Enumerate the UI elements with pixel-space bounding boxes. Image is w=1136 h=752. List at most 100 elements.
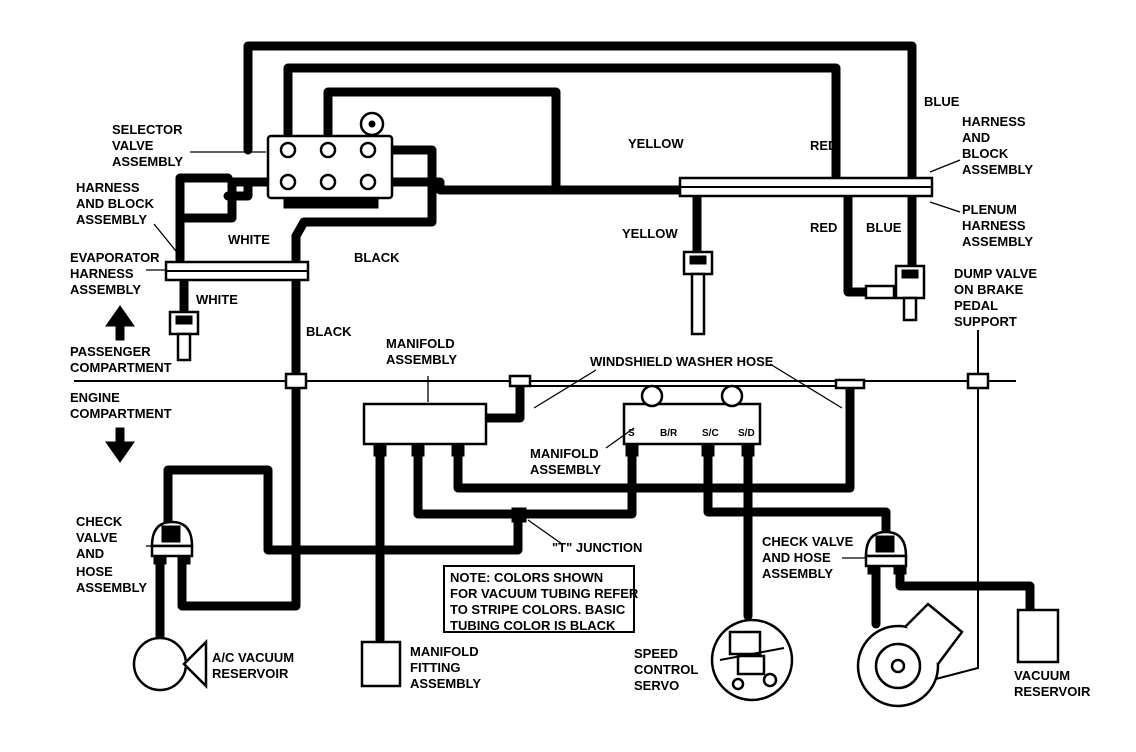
engine-compartment-label: ENGINE COMPARTMENT <box>70 390 172 421</box>
selector-valve-label: SELECTOR VALVE ASSEMBLY <box>112 122 183 169</box>
harness-block-left-label: HARNESS AND BLOCK ASSEMBLY <box>76 180 155 227</box>
svg-text:VALVE: VALVE <box>112 138 154 153</box>
ac-vacuum-reservoir-label: A/C VACUUM RESERVOIR <box>212 650 294 681</box>
svg-text:ASSEMBLY: ASSEMBLY <box>70 282 141 297</box>
selector-valve <box>266 111 394 209</box>
svg-text:MANIFOLD: MANIFOLD <box>386 336 455 351</box>
svg-text:PLENUM: PLENUM <box>962 202 1017 217</box>
svg-text:ASSEMBLY: ASSEMBLY <box>410 676 481 691</box>
svg-text:TUBING COLOR IS BLACK: TUBING COLOR IS BLACK <box>450 618 616 633</box>
svg-text:SELECTOR: SELECTOR <box>112 122 183 137</box>
harness-block-right-label: HARNESS AND BLOCK ASSEMBLY <box>962 114 1033 177</box>
svg-text:ASSEMBLY: ASSEMBLY <box>76 580 147 595</box>
arrow-down-icon <box>105 427 135 463</box>
vacuum-reservoir-label: VACUUM RESERVOIR <box>1014 668 1091 699</box>
manifold-ports: S B/R S/C S/D <box>628 428 755 439</box>
svg-text:SUPPORT: SUPPORT <box>954 314 1017 329</box>
t-junction-label: "T" JUNCTION <box>552 540 642 555</box>
svg-text:RESERVOIR: RESERVOIR <box>212 666 289 681</box>
svg-text:PEDAL: PEDAL <box>954 298 998 313</box>
svg-text:A/C VACUUM: A/C VACUUM <box>212 650 294 665</box>
svg-text:YELLOW: YELLOW <box>622 226 678 241</box>
svg-text:BLOCK: BLOCK <box>962 146 1009 161</box>
svg-text:BLACK: BLACK <box>306 324 352 339</box>
manifold-assembly-left <box>362 402 488 457</box>
svg-text:ASSEMBLY: ASSEMBLY <box>530 462 601 477</box>
vacuum-reservoir <box>1016 608 1060 664</box>
evaporator-actuator <box>168 310 200 362</box>
svg-text:CHECK: CHECK <box>76 514 123 529</box>
leader-lines <box>146 151 961 559</box>
red-dump-hose <box>843 191 871 297</box>
svg-text:AND HOSE: AND HOSE <box>762 550 831 565</box>
svg-text:B/R: B/R <box>660 428 678 439</box>
dump-valve-line <box>931 330 979 681</box>
passenger-compartment-label: PASSENGER COMPARTMENT <box>70 344 172 375</box>
brake-booster <box>856 602 964 708</box>
svg-text:SERVO: SERVO <box>634 678 679 693</box>
svg-text:ASSEMBLY: ASSEMBLY <box>962 162 1033 177</box>
svg-text:DUMP VALVE: DUMP VALVE <box>954 266 1037 281</box>
note-text: NOTE: COLORS SHOWN FOR VACUUM TUBING REF… <box>450 570 639 633</box>
svg-text:ENGINE: ENGINE <box>70 390 120 405</box>
check-valve-left <box>150 520 194 565</box>
firewall-grommets <box>284 372 990 390</box>
svg-text:COMPARTMENT: COMPARTMENT <box>70 360 172 375</box>
harness-block-right <box>678 176 934 198</box>
svg-text:S: S <box>628 428 635 439</box>
svg-text:MANIFOLD: MANIFOLD <box>410 644 479 659</box>
manifold-fitting-label: MANIFOLD FITTING ASSEMBLY <box>410 644 481 691</box>
yellow-hose <box>283 63 841 183</box>
plenum-harness-label: PLENUM HARNESS ASSEMBLY <box>962 202 1033 249</box>
check-valve-right-label: CHECK VALVE AND HOSE ASSEMBLY <box>762 534 854 581</box>
black-engine-hose <box>177 275 301 611</box>
svg-text:NOTE: COLORS SHOWN: NOTE: COLORS SHOWN <box>450 570 603 585</box>
svg-text:VACUUM: VACUUM <box>1014 668 1070 683</box>
svg-text:AND: AND <box>962 130 990 145</box>
speed-control-servo-label: SPEED CONTROL SERVO <box>634 646 698 693</box>
svg-text:TO STRIPE COLORS. BASIC: TO STRIPE COLORS. BASIC <box>450 602 626 617</box>
manifold-nipple-hose <box>481 383 525 423</box>
evaporator-harness-label: EVAPORATOR HARNESS ASSEMBLY <box>70 250 160 297</box>
svg-text:FITTING: FITTING <box>410 660 461 675</box>
svg-text:CHECK VALVE: CHECK VALVE <box>762 534 854 549</box>
manifold-assembly-right-label: MANIFOLD ASSEMBLY <box>530 446 601 477</box>
svg-text:BLUE: BLUE <box>924 94 960 109</box>
hose-color-labels: BLUE YELLOW RED YELLOW RED BLUE WHITE WH… <box>196 94 960 339</box>
svg-text:HARNESS: HARNESS <box>70 266 134 281</box>
svg-text:RED: RED <box>810 220 837 235</box>
svg-text:HARNESS: HARNESS <box>76 180 140 195</box>
svg-text:AND BLOCK: AND BLOCK <box>76 196 155 211</box>
svg-text:ASSEMBLY: ASSEMBLY <box>76 212 147 227</box>
svg-text:ASSEMBLY: ASSEMBLY <box>762 566 833 581</box>
svg-text:VALVE: VALVE <box>76 530 118 545</box>
dump-valve-label: DUMP VALVE ON BRAKE PEDAL SUPPORT <box>954 266 1037 329</box>
dump-valve <box>864 264 926 322</box>
manifold-fitting <box>360 640 402 688</box>
svg-text:HARNESS: HARNESS <box>962 218 1026 233</box>
svg-text:SPEED: SPEED <box>634 646 678 661</box>
svg-text:RESERVOIR: RESERVOIR <box>1014 684 1091 699</box>
svg-text:MANIFOLD: MANIFOLD <box>530 446 599 461</box>
svg-text:CONTROL: CONTROL <box>634 662 698 677</box>
svg-text:BLACK: BLACK <box>354 250 400 265</box>
red-hose <box>323 87 561 195</box>
svg-text:PASSENGER: PASSENGER <box>70 344 151 359</box>
manifold-assembly-right <box>622 384 762 457</box>
svg-text:RED: RED <box>810 138 837 153</box>
selector-to-block-hose <box>367 177 685 195</box>
svg-text:AND: AND <box>76 546 104 561</box>
manifold-assembly-left-label: MANIFOLD ASSEMBLY <box>386 336 457 367</box>
harness-left-hose <box>223 177 253 201</box>
manifold-link-hose <box>453 383 855 493</box>
svg-text:FOR VACUUM TUBING REFER: FOR VACUUM TUBING REFER <box>450 586 639 601</box>
black-hose <box>291 145 437 267</box>
evaporator-up-hose <box>175 173 233 267</box>
svg-text:S/D: S/D <box>738 428 755 439</box>
check-valve-right <box>864 530 908 575</box>
sc-check-valve-hose <box>703 447 891 535</box>
svg-text:ASSEMBLY: ASSEMBLY <box>386 352 457 367</box>
svg-text:ON BRAKE: ON BRAKE <box>954 282 1024 297</box>
svg-text:HARNESS: HARNESS <box>962 114 1026 129</box>
